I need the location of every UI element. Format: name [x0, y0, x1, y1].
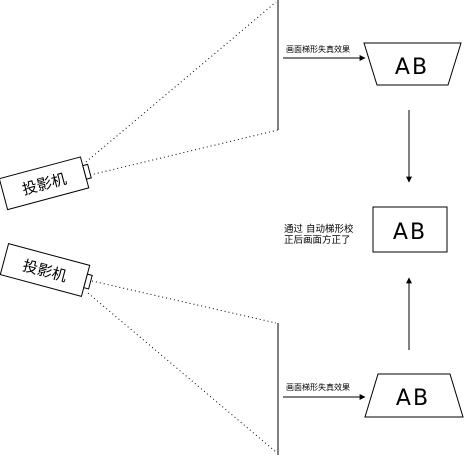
top-distorted-screen — [363, 42, 462, 86]
bottom-distorted-text: AB — [396, 386, 430, 411]
top-distortion-caption: 画面梯形失真效果 — [286, 44, 350, 54]
bottom-projector: 投影机 — [0, 243, 93, 297]
corrected-screen — [372, 206, 448, 253]
top-projector: 投影机 — [0, 156, 92, 211]
bottom-beam-upper — [91, 280, 277, 324]
bottom-distorted-screen — [364, 373, 464, 418]
top-beam-upper — [85, 1, 277, 163]
top-distorted-text: AB — [395, 55, 429, 80]
correction-caption-line1: 通过 自动梯形校 — [284, 223, 354, 235]
bottom-distortion-caption: 画面梯形失真效果 — [286, 382, 350, 392]
bottom-beam-lower — [87, 292, 277, 453]
corrected-screen-text: AB — [393, 220, 427, 245]
top-beam-lower — [89, 129, 279, 176]
correction-caption-line2: 正后画面方正了 — [284, 234, 351, 246]
